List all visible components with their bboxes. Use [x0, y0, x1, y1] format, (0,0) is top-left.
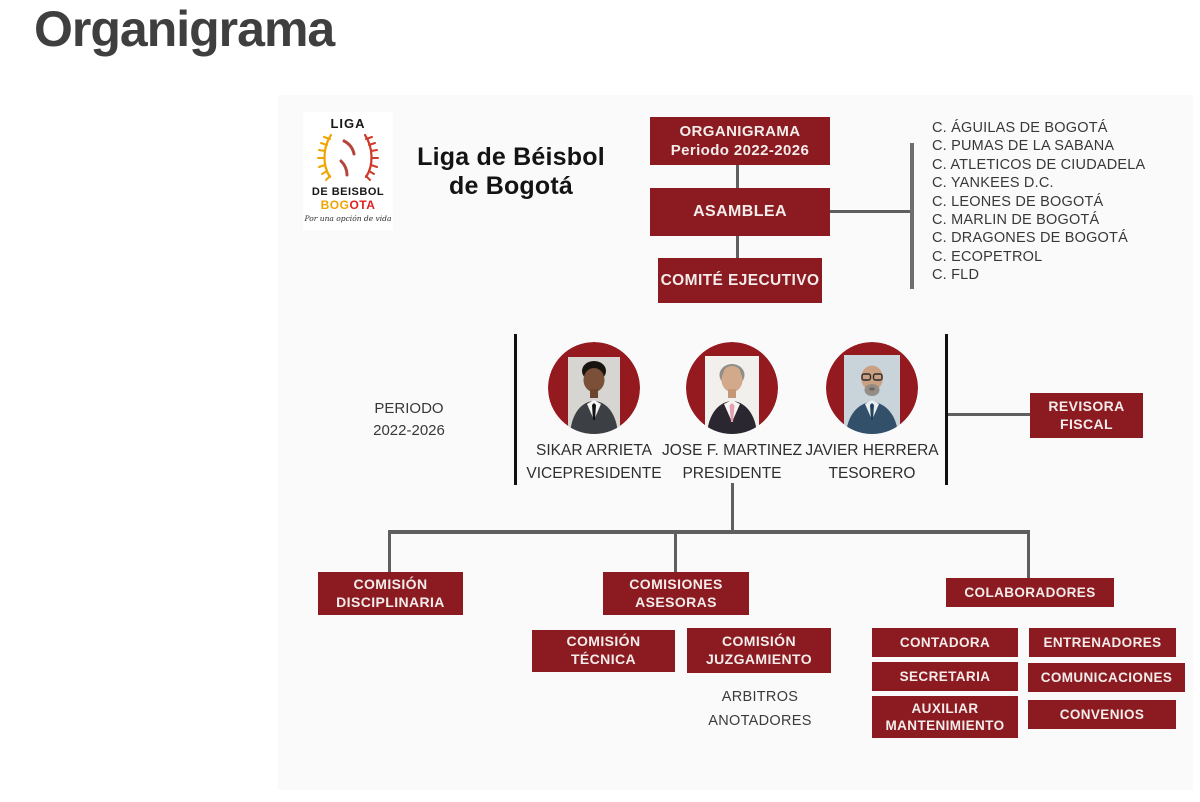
- box-comunicaciones-label: COMUNICACIONES: [1040, 669, 1173, 685]
- officer-tesorero: JAVIER HERRERA TESORERO: [782, 439, 962, 485]
- box-organigrama-periodo: ORGANIGRAMA Periodo 2022-2026: [650, 117, 830, 165]
- logo-word-bogota: BOGOTA: [321, 198, 376, 212]
- box-comisiones-asesoras: COMISIONES ASESORAS: [603, 572, 749, 615]
- officer-name: SIKAR ARRIETA: [536, 442, 652, 459]
- box-organigrama-line2: Periodo 2022-2026: [670, 142, 810, 159]
- officer-name: JOSE F. MARTINEZ: [661, 442, 803, 459]
- officer-role: PRESIDENTE: [682, 465, 782, 482]
- page-title: Organigrama: [34, 1, 335, 57]
- club-item: C. DRAGONES DE BOGOTÁ: [932, 230, 1128, 247]
- periodo-line2: 2022-2026: [373, 422, 445, 439]
- logo-word-de-beisbol: DE BEISBOL: [311, 186, 385, 198]
- box-juzgamiento-line2: JUZGAMIENTO: [705, 650, 813, 667]
- club-item: C. FLD: [932, 267, 980, 284]
- box-comite-ejecutivo: COMITÉ EJECUTIVO: [658, 258, 822, 303]
- anotadores-label: ANOTADORES: [708, 713, 812, 729]
- box-secretaria-label: SECRETARIA: [899, 668, 991, 684]
- box-convenios: CONVENIOS: [1028, 700, 1176, 729]
- connector-presidente-branches: [731, 483, 734, 531]
- officer-presidente: JOSE F. MARTINEZ PRESIDENTE: [642, 439, 822, 485]
- club-list: C. ÁGUILAS DE BOGOTÁ C. PUMAS DE LA SABA…: [932, 119, 1145, 285]
- box-asamblea: ASAMBLEA: [650, 188, 830, 236]
- branches-main-line: [388, 530, 1030, 534]
- logo-bogota-red: OTA: [349, 198, 376, 212]
- avatar-vicepresidente: [548, 342, 640, 434]
- league-title: Liga de Béisbol de Bogotá: [400, 143, 622, 201]
- clubs-bracket-line: [910, 143, 914, 289]
- box-entrenadores-label: ENTRENADORES: [1043, 634, 1162, 650]
- club-item: C. ATLETICOS DE CIUDADELA: [932, 156, 1146, 173]
- officer-role: TESORERO: [828, 465, 916, 482]
- box-contadora: CONTADORA: [872, 628, 1018, 657]
- box-convenios-label: CONVENIOS: [1059, 706, 1145, 722]
- avatar-presidente: [686, 342, 778, 434]
- box-contadora-label: CONTADORA: [899, 634, 991, 650]
- club-item: C. LEONES DE BOGOTÁ: [932, 193, 1104, 210]
- box-disciplinaria-line1: COMISIÓN: [353, 575, 428, 592]
- connector-revisora: [948, 413, 1030, 416]
- officers-bracket-right: [945, 334, 948, 485]
- box-comision-juzgamiento: COMISIÓN JUZGAMIENTO: [687, 628, 831, 673]
- box-comunicaciones: COMUNICACIONES: [1028, 663, 1185, 692]
- box-auxiliar-label: AUXILIAR MANTENIMIENTO: [885, 700, 1005, 733]
- box-colaboradores-label: COLABORADORES: [964, 584, 1096, 600]
- box-revisora-line2: FISCAL: [1060, 415, 1113, 432]
- officer-vicepresidente: SIKAR ARRIETA VICEPRESIDENTE: [504, 439, 684, 485]
- league-title-line1: Liga de Béisbol: [417, 143, 605, 171]
- box-tecnica-line2: TÉCNICA: [570, 651, 637, 667]
- club-item: C. YANKEES D.C.: [932, 175, 1054, 192]
- club-item: C. MARLIN DE BOGOTÁ: [932, 212, 1100, 229]
- laurel-baseball-icon: [317, 133, 379, 181]
- box-comision-disciplinaria: COMISIÓN DISCIPLINARIA: [318, 572, 463, 615]
- box-disciplinaria-line2: DISCIPLINARIA: [336, 593, 445, 610]
- club-item: C. ÁGUILAS DE BOGOTÁ: [932, 120, 1108, 136]
- box-colaboradores: COLABORADORES: [946, 578, 1114, 607]
- connector-colaboradores: [1027, 530, 1030, 578]
- periodo-line1: PERIODO: [374, 400, 444, 417]
- club-item: C. PUMAS DE LA SABANA: [932, 138, 1115, 155]
- box-asesoras-line2: ASESORAS: [635, 593, 717, 610]
- box-juzgamiento-line1: COMISIÓN: [722, 632, 796, 649]
- logo-tagline: Por una opción de vida: [304, 214, 392, 223]
- logo-bogota-gold: BOG: [320, 198, 350, 212]
- club-item: C. ECOPETROL: [932, 248, 1043, 265]
- periodo-label: PERIODO 2022-2026: [359, 398, 459, 442]
- connector-organigrama-asamblea: [736, 165, 739, 188]
- box-auxiliar-mantenimiento: AUXILIAR MANTENIMIENTO: [872, 696, 1018, 738]
- box-comite-label: COMITÉ EJECUTIVO: [660, 271, 820, 289]
- avatar-tesorero: [826, 342, 918, 434]
- box-asesoras-line1: COMISIONES: [629, 575, 723, 592]
- connector-asamblea-comite: [736, 236, 739, 258]
- box-tecnica-line1: COMISIÓN: [566, 633, 641, 650]
- connector-asamblea-clubs: [830, 210, 912, 213]
- arbitros-label: ARBITROS: [721, 689, 799, 705]
- box-entrenadores: ENTRENADORES: [1029, 628, 1176, 657]
- league-logo: LIGA DE BEISBOL BOGOTA Por una opción de…: [303, 112, 393, 230]
- connector-asesoras: [674, 530, 677, 572]
- box-organigrama-line1: ORGANIGRAMA: [679, 122, 801, 140]
- box-asamblea-label: ASAMBLEA: [693, 202, 787, 220]
- box-revisora-fiscal: REVISORA FISCAL: [1030, 393, 1143, 438]
- league-title-line2: de Bogotá: [448, 172, 574, 200]
- officer-role: VICEPRESIDENTE: [526, 465, 662, 482]
- box-comision-tecnica: COMISIÓN TÉCNICA: [532, 630, 675, 672]
- box-revisora-line1: REVISORA: [1048, 397, 1125, 414]
- logo-word-liga: LIGA: [330, 116, 366, 131]
- officer-name: JAVIER HERRERA: [805, 442, 939, 459]
- connector-disciplinaria: [388, 530, 391, 572]
- officers-bracket-left: [514, 334, 517, 485]
- box-secretaria: SECRETARIA: [872, 662, 1018, 691]
